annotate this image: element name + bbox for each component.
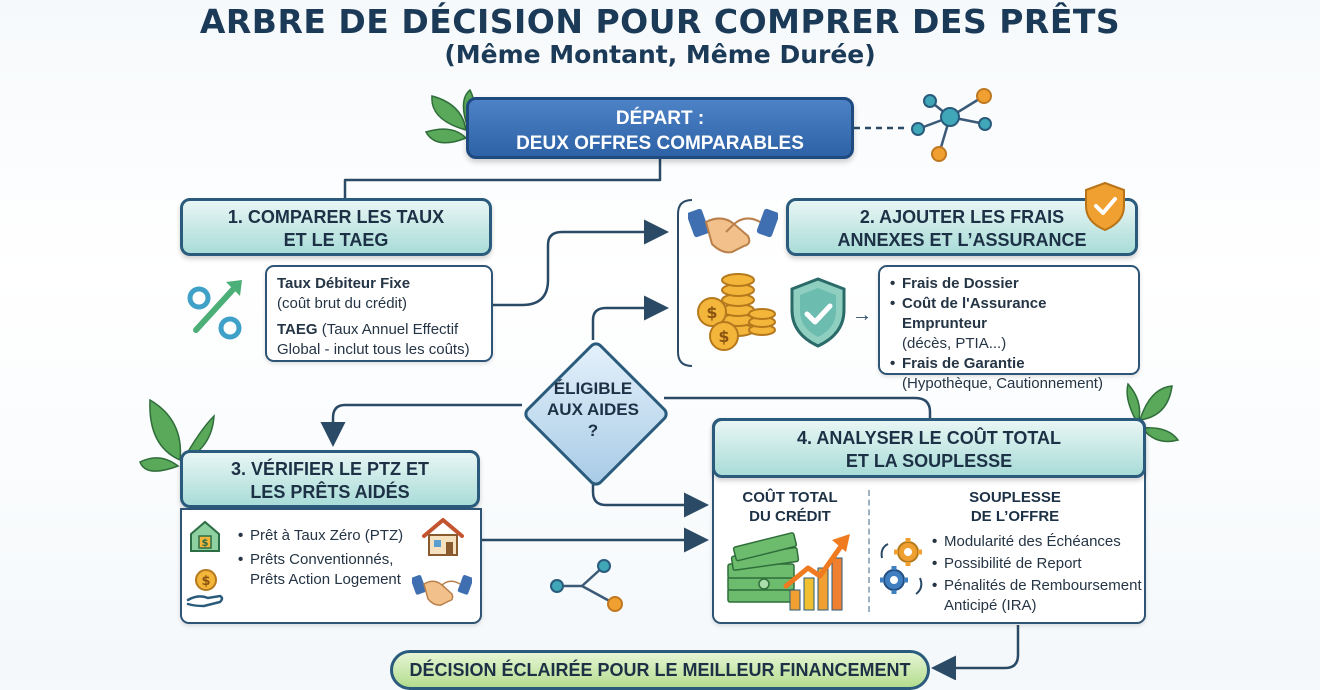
step2-title-line2: ANNEXES ET L’ASSURANCE: [837, 230, 1087, 250]
step3-title-line1: 3. VÉRIFIER LE PTZ ET: [230, 459, 430, 479]
decision-line2: AUX AIDES: [547, 400, 639, 419]
step4-title-line2: ET LA SOUPLESSE: [845, 451, 1013, 471]
step3-title-line2: LES PRÊTS AIDÉS: [250, 482, 410, 502]
arrow-icon-step2: →: [852, 304, 872, 326]
shield-check-icon: [790, 277, 846, 348]
decision-line3: ?: [587, 421, 599, 440]
house-icon: [422, 518, 464, 556]
wire-decision-to-step3: [320, 403, 522, 447]
step2-item-assurance: Coût de l'Assurance Emprunteur (décès, PT…: [890, 294, 1128, 354]
network-nodes-top: [911, 88, 992, 162]
start-line2: DEUX OFFRES COMPARABLES: [516, 133, 804, 154]
handshake-icon: [688, 208, 778, 254]
step2-item-assurance-label: Coût de l'Assurance Emprunteur: [902, 295, 1047, 332]
svg-text:$: $: [706, 303, 717, 322]
step1-item1-bold: Taux Débiteur Fixe: [277, 275, 411, 292]
wire-decision-to-step4-top: [664, 396, 932, 418]
page-subtitle: (Même Montant, Même Durée): [444, 40, 876, 69]
step2-panel: Frais de Dossier Coût de l'Assurance Emp…: [878, 265, 1140, 392]
wire-step1-to-step2: [492, 219, 669, 307]
step1-item2-text2: Global - inclut tous les coûts): [277, 341, 470, 358]
step4-item-penalites-line1: Pénalités de Remboursement: [944, 577, 1142, 594]
hand-coin-icon: $: [186, 569, 224, 608]
start-line1: DÉPART :: [615, 108, 705, 129]
step3-item-prets-line2: Prêts Action Logement: [250, 571, 401, 588]
shield-check-icon-header: [1085, 181, 1125, 232]
step1-item2-text: (Taux Annuel Effectif: [317, 321, 459, 338]
step4-list: Modularité des Échéances Possibilité de …: [932, 532, 1144, 616]
step1-title-line1: 1. COMPARER LES TAUX: [227, 207, 445, 227]
step4-col1-line1: COÛT TOTAL: [742, 489, 838, 506]
coins-icon: $ $: [697, 273, 776, 351]
house-dollar-icon: $: [190, 520, 220, 552]
step4-col1-heading: COÛT TOTAL DU CRÉDIT: [722, 488, 858, 526]
step4-souplesse-list: Modularité des Échéances Possibilité de …: [932, 532, 1144, 616]
step2-item-garantie-sub: (Hypothèque, Cautionnement): [902, 375, 1103, 392]
start-node: DÉPART : DEUX OFFRES COMPARABLES: [466, 97, 854, 159]
step4-item-modularite: Modularité des Échéances: [932, 532, 1144, 552]
money-growth-icon: [727, 532, 850, 611]
wire-start-to-step1: [343, 159, 662, 198]
final-decision-banner: DÉCISION ÉCLAIRÉE POUR LE MEILLEUR FINAN…: [390, 650, 930, 690]
network-icon-bottom: [550, 559, 623, 612]
wire-decision-to-step4: [591, 482, 709, 518]
step2-header: 2. AJOUTER LES FRAIS ANNEXES ET L’ASSURA…: [786, 198, 1138, 256]
step3-item-prets-line1: Prêts Conventionnés,: [250, 551, 394, 568]
step2-item-garantie: Frais de Garantie (Hypothèque, Cautionnem…: [890, 354, 1128, 394]
step1-header: 1. COMPARER LES TAUX ET LE TAEG: [180, 198, 492, 256]
svg-text:$: $: [201, 574, 210, 589]
step1-item1-text: (coût brut du crédit): [277, 295, 408, 312]
page-title: ARBRE DE DÉCISION POUR COMPRER DES PRÊTS: [199, 2, 1121, 41]
step3-item-prets: Prêts Conventionnés, Prêts Action Logemen…: [238, 550, 470, 590]
step1-item2-bold: TAEG: [277, 321, 318, 338]
wire-decision-to-step2: [591, 295, 669, 340]
step4-item-penalites-line2: Anticipé (IRA): [944, 597, 1037, 614]
wire-step4-to-final: [931, 625, 1020, 680]
step4-header: 4. ANALYSER LE COÛT TOTAL ET LA SOUPLESS…: [712, 418, 1146, 478]
step4-col1-line2: DU CRÉDIT: [749, 508, 831, 525]
step4-divider: [868, 490, 870, 612]
step2-title-line1: 2. AJOUTER LES FRAIS: [859, 207, 1065, 227]
gears-icon: [880, 538, 923, 595]
decision-node: ÉLIGIBLE AUX AIDES ?: [521, 339, 671, 489]
step4-title-line1: 4. ANALYSER LE COÛT TOTAL: [796, 428, 1062, 448]
step4-col2-line2: DE L’OFFRE: [970, 508, 1060, 525]
decision-line1: ÉLIGIBLE: [553, 379, 633, 398]
svg-text:$: $: [718, 327, 729, 346]
step3-item-ptz: Prêt à Taux Zéro (PTZ): [238, 526, 470, 546]
handshake-icon-small: [412, 575, 472, 606]
step2-item-garantie-label: Frais de Garantie: [902, 355, 1025, 372]
step4-item-report: Possibilité de Report: [932, 554, 1144, 574]
step1-item1: Taux Débiteur Fixe: [277, 274, 481, 294]
decision-text: ÉLIGIBLE AUX AIDES ?: [522, 378, 664, 441]
leaf-icon-right: [1126, 382, 1180, 443]
step3-list: Prêt à Taux Zéro (PTZ) Prêts Conventionn…: [238, 526, 470, 590]
step1-panel: Taux Débiteur Fixe (coût brut du crédit)…: [265, 265, 493, 362]
bracket-step2: [677, 199, 693, 367]
svg-text:$: $: [202, 538, 209, 549]
step4-col2-line1: SOUPLESSE: [969, 489, 1061, 506]
step4-col2-heading: SOUPLESSE DE L’OFFRE: [940, 488, 1090, 526]
step2-item-assurance-sub: (décès, PTIA...): [902, 335, 1007, 352]
step1-title-line2: ET LE TAEG: [283, 230, 389, 250]
percent-trend-icon: [187, 280, 242, 340]
step2-item-dossier-label: Frais de Dossier: [902, 275, 1019, 292]
step1-item2: TAEG (Taux Annuel Effectif: [277, 320, 481, 340]
step2-list: Frais de Dossier Coût de l'Assurance Emp…: [890, 274, 1128, 394]
step2-item-dossier: Frais de Dossier: [890, 274, 1128, 294]
step3-header: 3. VÉRIFIER LE PTZ ET LES PRÊTS AIDÉS: [180, 450, 480, 508]
